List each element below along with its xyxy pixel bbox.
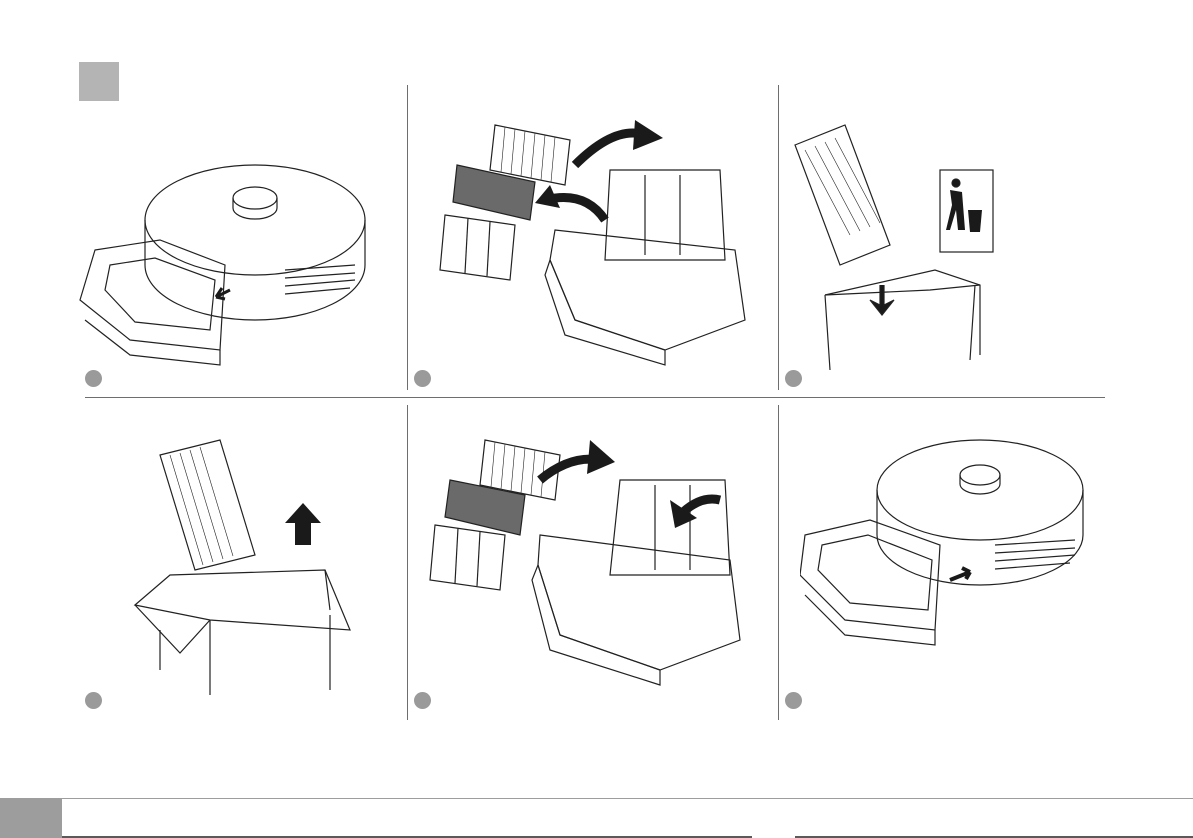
arrow-right-icon	[950, 568, 970, 580]
section-marker	[79, 62, 119, 101]
robot-body	[145, 220, 365, 320]
trash-person-icon	[952, 179, 960, 187]
dustbin	[538, 535, 740, 670]
step-2-marker	[414, 370, 431, 387]
step-6-marker	[785, 692, 802, 709]
step-5-illustration	[420, 425, 765, 695]
sponge-filter	[453, 165, 535, 220]
recycle-symbol-frame	[940, 170, 993, 252]
divider-vertical	[778, 85, 779, 390]
step-3-marker	[785, 370, 802, 387]
arrow-down-icon	[870, 285, 894, 315]
trash-can	[825, 270, 980, 370]
step-4-marker	[85, 692, 102, 709]
box-flaps	[135, 570, 350, 630]
dustbin	[550, 230, 745, 350]
new-filter	[160, 440, 255, 570]
divider-vertical	[407, 405, 408, 720]
filter-frame	[430, 525, 505, 590]
lidar-turret	[960, 465, 1000, 485]
step-3-illustration	[790, 110, 1010, 375]
trash-bin-icon	[968, 210, 982, 232]
divider-vertical	[778, 405, 779, 720]
divider-vertical	[407, 85, 408, 390]
step-4-illustration	[125, 425, 365, 695]
robot-body	[877, 490, 1083, 585]
open-lid	[610, 480, 730, 575]
footer-rule	[62, 798, 1193, 799]
page-number-tab	[0, 798, 62, 838]
arrow-up-icon	[285, 503, 321, 545]
robot-top	[145, 165, 365, 275]
step-1-illustration	[70, 150, 380, 380]
step-1-marker	[85, 370, 102, 387]
sponge-filter	[445, 480, 525, 535]
step-6-illustration	[800, 435, 1100, 670]
step-5-marker	[414, 692, 431, 709]
divider-horizontal	[85, 397, 1105, 398]
filter	[795, 125, 890, 265]
filter-frame	[440, 215, 515, 280]
lidar-turret	[233, 187, 277, 209]
robot-top	[877, 440, 1083, 540]
step-2-illustration	[425, 110, 765, 380]
